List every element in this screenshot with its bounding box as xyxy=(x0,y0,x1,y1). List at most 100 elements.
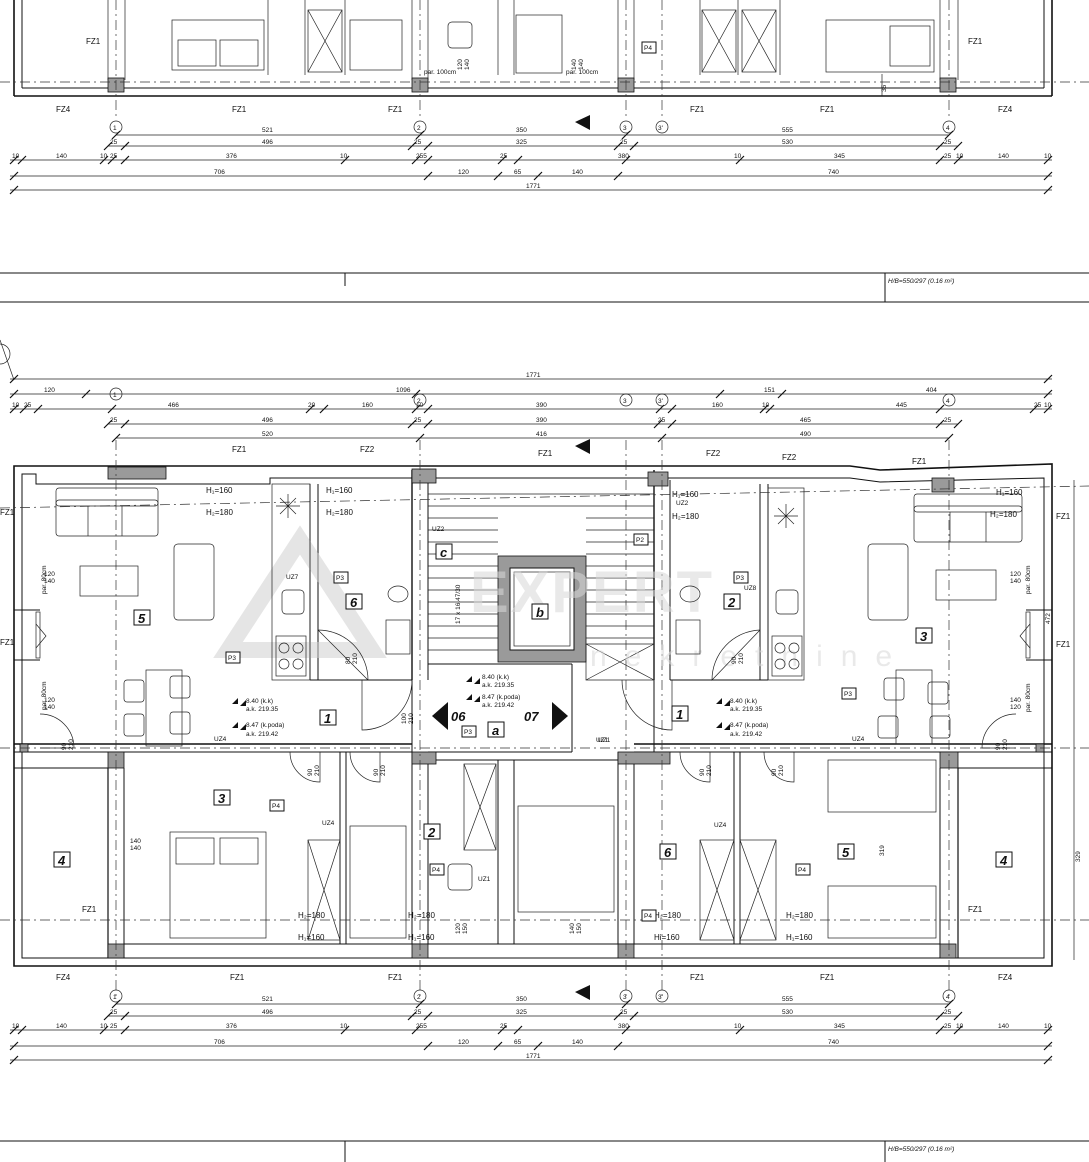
zone-label: UZ7 xyxy=(286,574,299,581)
zone-label: FZ1 xyxy=(912,457,927,466)
sill-value: 140 xyxy=(130,838,141,845)
zone-label: FZ4 xyxy=(998,973,1013,982)
dim: 555 xyxy=(782,996,793,1003)
door-dim: 90 xyxy=(771,768,778,776)
sill-value: 140 xyxy=(44,578,55,585)
paint-tag-box xyxy=(641,41,657,54)
stair-note: 17 x 16.47/30 xyxy=(455,584,462,624)
dim: 151 xyxy=(764,387,775,394)
height-label: H₂=180 xyxy=(326,508,353,517)
arrow-left-icon xyxy=(432,702,448,730)
dim: 520 xyxy=(262,431,273,438)
height-label: H₂=180 xyxy=(206,508,233,517)
fz-side: FZ1 xyxy=(1056,640,1071,649)
north-arrow-icon xyxy=(575,439,590,454)
zone-label: FZ2 xyxy=(782,453,797,462)
dim: 706 xyxy=(214,169,225,176)
dim: 25 xyxy=(1034,402,1042,409)
dim-total: 1771 xyxy=(526,372,541,379)
zone-label: FZ1 xyxy=(232,445,247,454)
axis-label: 2 xyxy=(417,994,421,1001)
axis-bubbles-top: 1 2 3 3' 4 xyxy=(109,120,956,134)
paint-tag: P4 xyxy=(272,803,280,810)
sill-note: par. 100cm xyxy=(566,69,598,76)
room-num: 6 xyxy=(664,845,672,860)
dim: 706 xyxy=(214,1039,225,1046)
height-label: H₂=180 xyxy=(654,911,681,920)
sill-value: 140 xyxy=(44,704,55,711)
dim: 255 xyxy=(416,153,427,160)
dim: 25 xyxy=(500,1023,508,1030)
fz-side: FZ1 xyxy=(82,905,97,914)
dim: 10 xyxy=(956,1023,964,1030)
door-dim: 90 xyxy=(61,742,68,750)
dim: 25 xyxy=(944,1023,952,1030)
dim: 140 xyxy=(998,1023,1009,1030)
room-num: 5 xyxy=(842,845,850,860)
dim: 140 xyxy=(56,1023,67,1030)
door-dim: 210 xyxy=(68,739,75,750)
height-label: H₂=180 xyxy=(408,911,435,920)
sill-note: par. 80cm xyxy=(1025,565,1032,594)
unit-label-left: 06 xyxy=(451,709,466,724)
door-dim: 90 xyxy=(731,656,738,664)
sill-value: 140 xyxy=(1010,697,1021,704)
level-text: a.k. 219.35 xyxy=(246,706,279,713)
dim: 10 xyxy=(1044,402,1052,409)
door-dim: 80 xyxy=(345,656,352,664)
room-num: 1 xyxy=(676,707,683,722)
dim: 496 xyxy=(262,1009,273,1016)
dim: 25 xyxy=(500,153,508,160)
axis-label: 1 xyxy=(113,125,117,132)
dim: 350 xyxy=(516,127,527,134)
dim: 496 xyxy=(262,139,273,146)
dim: 65 xyxy=(514,169,522,176)
zone-label: FZ1 xyxy=(820,973,835,982)
sill-value: 140 xyxy=(130,845,141,852)
zone-label: UZ4 xyxy=(714,822,727,829)
paint-tag: P4 xyxy=(798,867,806,874)
room-numbers: 5 6 1 3 4 2 c b a 2 1 3 6 5 4 xyxy=(53,543,1013,868)
zone-label: UZ2 xyxy=(676,500,689,507)
dim: 120 xyxy=(44,387,55,394)
dim: 10 xyxy=(12,1023,20,1030)
dim: 10 xyxy=(12,153,20,160)
axis-label: 1 xyxy=(113,392,117,399)
dim: 10 xyxy=(762,402,770,409)
height-label: H₂=180 xyxy=(786,911,813,920)
zone-label: FZ2 xyxy=(706,449,721,458)
door-dim: 210 xyxy=(408,713,415,724)
room-num: 5 xyxy=(138,611,146,626)
door-dim: 90 xyxy=(995,742,1002,750)
dim: 530 xyxy=(782,1009,793,1016)
dim: 25 xyxy=(110,417,118,424)
zone-label: UZ8 xyxy=(744,585,757,592)
paint-tag: P3 xyxy=(228,655,236,662)
level-text: a.k. 219.42 xyxy=(246,731,279,738)
dim: 465 xyxy=(800,417,811,424)
dim: 740 xyxy=(828,1039,839,1046)
zone-label: UZ4 xyxy=(322,820,335,827)
dim: 25 xyxy=(414,1009,422,1016)
dim: 521 xyxy=(262,127,273,134)
top-plan: FZ1 FZ1 FZ4 FZ1 FZ1 FZ1 FZ1 FZ4 P4 par. … xyxy=(0,0,1089,195)
axis-label: 3' xyxy=(658,398,663,405)
door-dim: 90 xyxy=(699,768,706,776)
paint-tag: P3 xyxy=(336,575,344,582)
sill-value: 120 xyxy=(44,697,55,704)
fz-label-right: FZ1 xyxy=(968,37,983,46)
sill-value: 120 xyxy=(44,571,55,578)
door-dim: 210 xyxy=(1002,739,1009,750)
dim: 350 xyxy=(516,996,527,1003)
zone-label: UZ4 xyxy=(852,736,865,743)
north-arrow-icon: 2 xyxy=(575,115,590,130)
level-text: 8.47 (k.poda) xyxy=(246,722,284,729)
dim: 255 xyxy=(416,1023,427,1030)
title-block-top: H/B=550/297 (0.16 m²) xyxy=(0,272,1089,303)
axis-label: 3' xyxy=(658,125,663,132)
dim: 140 xyxy=(572,169,583,176)
dim: 1096 xyxy=(396,387,411,394)
dim: 25 xyxy=(620,139,628,146)
room-num: 2 xyxy=(427,825,436,840)
dim: 25 xyxy=(24,402,32,409)
